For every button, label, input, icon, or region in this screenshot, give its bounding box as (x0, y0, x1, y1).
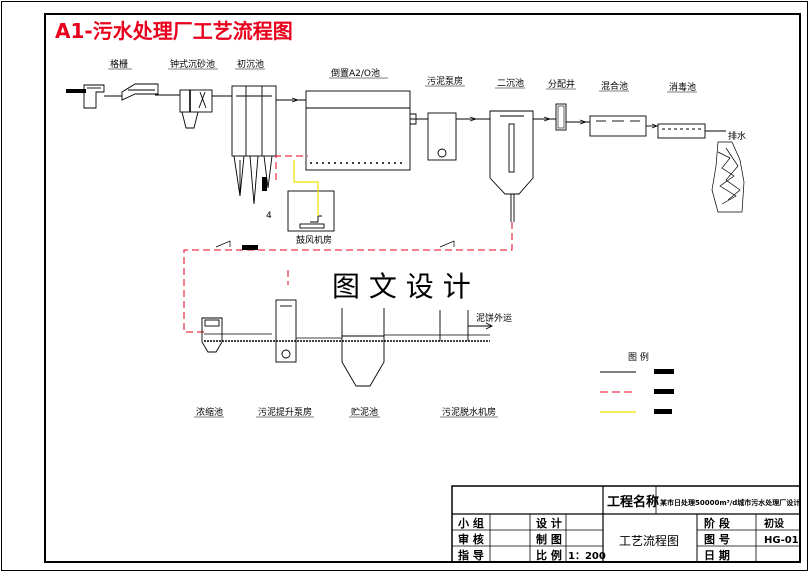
drawing-title: A1-污水处理厂工艺流程图 (55, 19, 293, 43)
tb-key-0: 阶 段 (704, 516, 730, 530)
disinfection-tank (657, 123, 706, 139)
water-line (66, 90, 726, 132)
tb-scale: 1：200 (568, 551, 606, 562)
flow-arrows (215, 97, 658, 248)
air-line (293, 160, 319, 216)
label-disinfection-tank: 消毒池 (669, 81, 696, 93)
tb-value-1: HG-01 (764, 535, 799, 546)
distribution-well (555, 103, 567, 131)
primary-clarifier (231, 85, 277, 205)
label-grille: 格栅 (110, 58, 128, 70)
label-distribution-well: 分配井 (548, 78, 575, 90)
sludge-storage (341, 308, 385, 387)
secondary-clarifier (489, 110, 534, 222)
sludge-lines (183, 155, 513, 333)
label-secondary-clarifier: 二沉池 (497, 77, 524, 89)
a2o-tank (305, 90, 417, 171)
project-name-label: 工程名称 (607, 494, 659, 510)
grit-chamber (179, 89, 213, 129)
blower-room (287, 190, 335, 232)
sludge-lift-pump-room (275, 299, 297, 363)
sludge-pump-room (427, 112, 457, 161)
tb-role2-0: 设 计 (536, 516, 562, 530)
label-sludge-pump-room: 污泥泵房 (427, 75, 463, 87)
label-thickener: 浓缩池 (196, 406, 223, 418)
title-block (451, 485, 801, 563)
sludge-valve-marker (262, 177, 267, 191)
label-mixing-tank: 混合池 (601, 80, 628, 92)
label-sludge-lift-pump-room: 污泥提升泵房 (258, 406, 312, 418)
tb-key-1: 图 号 (704, 533, 730, 546)
grille-unit (83, 84, 105, 109)
tb-value-0: 初设 (764, 517, 784, 530)
legend-water-swatch (654, 369, 674, 374)
dewatering-room (439, 310, 494, 341)
pipe-tag: 4 (266, 211, 272, 221)
label-a2o: 倒置A2/O池 (331, 67, 380, 79)
legend-title: 图 例 (628, 351, 649, 363)
label-sludge-storage: 贮泥池 (351, 406, 378, 418)
inner-border (44, 13, 801, 563)
label-blower-room: 鼓风机房 (296, 234, 332, 246)
inflow-pipe (66, 89, 86, 93)
mixing-tank (589, 115, 647, 137)
grit-conveyor (121, 83, 159, 101)
project-name-value: 某市日处理50000m³/d城市污水处理厂设计 (659, 498, 800, 507)
legend-sludge-swatch (654, 389, 674, 394)
watermark: 图 文 设 计 (332, 270, 471, 303)
legend: 图 例 (600, 351, 674, 414)
thickener (201, 317, 223, 353)
tb-role-0: 小 组 (457, 516, 484, 530)
label-grit-chamber: 钟式沉砂池 (170, 58, 215, 70)
label-dewatering-room: 污泥脱水机房 (442, 406, 496, 418)
legend-air-swatch (654, 409, 672, 414)
tb-role2-2: 比 例 (536, 548, 562, 562)
drawing-title-cell: 工艺流程图 (619, 533, 679, 548)
label-to-outside: 泥饼外运 (476, 312, 512, 324)
tb-role-2: 指 导 (458, 548, 484, 562)
outfall-rocks (711, 141, 745, 213)
label-outfall: 排水 (728, 130, 746, 142)
unit-labels: 格栅 钟式沉砂池 初沉池 倒置A2/O池 污泥泵房 二沉池 分配井 混合池 消毒… (108, 58, 746, 418)
sludge-line-marker (242, 245, 258, 250)
tb-key-2: 日 期 (704, 548, 730, 562)
tb-role-1: 审 核 (458, 532, 484, 546)
label-primary-clarifier: 初沉池 (237, 58, 264, 70)
tb-role2-1: 制 图 (536, 532, 562, 546)
